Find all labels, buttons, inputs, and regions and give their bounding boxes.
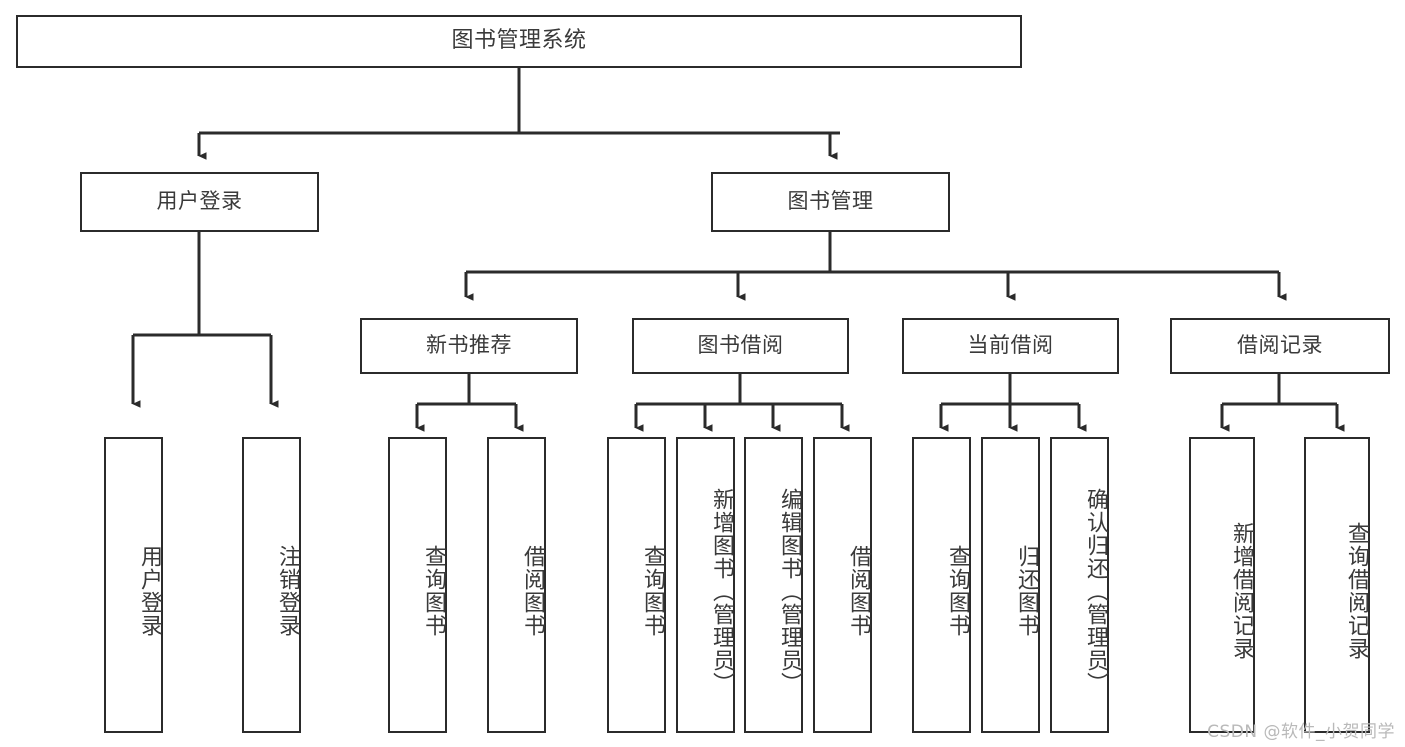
leaf-current-borrow-query[interactable]: 查询图书 xyxy=(912,437,971,733)
node-label: 查询借阅记录 xyxy=(1344,522,1369,660)
node-label: 借阅图书 xyxy=(520,545,545,637)
leaf-new-book-borrow[interactable]: 借阅图书 xyxy=(487,437,546,733)
watermark-text: CSDN @软件_小贺同学 xyxy=(1207,722,1395,742)
leaf-book-borrow-edit[interactable]: 编辑图书（管理员） xyxy=(744,437,803,733)
node-label: 图书管理系统 xyxy=(451,28,587,54)
leaf-user-login-logout[interactable]: 注销登录 xyxy=(242,437,301,733)
node-label: 用户登录 xyxy=(156,189,243,214)
node-label: 编辑图书（管理员） xyxy=(777,487,802,695)
node-root-library-system[interactable]: 图书管理系统 xyxy=(16,15,1022,68)
node-label: 借阅记录 xyxy=(1237,333,1323,358)
node-label: 新书推荐 xyxy=(426,333,512,358)
node-label: 当前借阅 xyxy=(967,333,1054,358)
node-label: 用户登录 xyxy=(137,545,162,637)
node-label: 查询图书 xyxy=(421,545,446,637)
leaf-user-login-login[interactable]: 用户登录 xyxy=(104,437,163,733)
leaf-new-book-query[interactable]: 查询图书 xyxy=(388,437,447,733)
node-label: 注销登录 xyxy=(275,545,300,637)
node-label: 图书借阅 xyxy=(697,333,784,358)
node-label: 查询图书 xyxy=(945,545,970,637)
node-label: 确认归还（管理员） xyxy=(1083,487,1108,695)
leaf-book-borrow-add[interactable]: 新增图书（管理员） xyxy=(676,437,735,733)
node-borrow-record[interactable]: 借阅记录 xyxy=(1170,318,1390,374)
node-label: 新增借阅记录 xyxy=(1229,522,1254,660)
node-new-book-recommend[interactable]: 新书推荐 xyxy=(360,318,578,374)
leaf-borrow-record-add[interactable]: 新增借阅记录 xyxy=(1189,437,1255,733)
node-book-management[interactable]: 图书管理 xyxy=(711,172,950,232)
node-book-borrow[interactable]: 图书借阅 xyxy=(632,318,849,374)
leaf-book-borrow-borrow[interactable]: 借阅图书 xyxy=(813,437,872,733)
node-label: 新增图书（管理员） xyxy=(709,487,734,695)
leaf-current-borrow-confirm-return[interactable]: 确认归还（管理员） xyxy=(1050,437,1109,733)
leaf-book-borrow-query[interactable]: 查询图书 xyxy=(607,437,666,733)
node-label: 查询图书 xyxy=(640,545,665,637)
node-current-borrow[interactable]: 当前借阅 xyxy=(902,318,1119,374)
leaf-borrow-record-query[interactable]: 查询借阅记录 xyxy=(1304,437,1370,733)
node-label: 借阅图书 xyxy=(846,545,871,637)
node-user-login[interactable]: 用户登录 xyxy=(80,172,319,232)
leaf-current-borrow-return[interactable]: 归还图书 xyxy=(981,437,1040,733)
node-label: 归还图书 xyxy=(1014,545,1039,637)
node-label: 图书管理 xyxy=(787,189,874,214)
